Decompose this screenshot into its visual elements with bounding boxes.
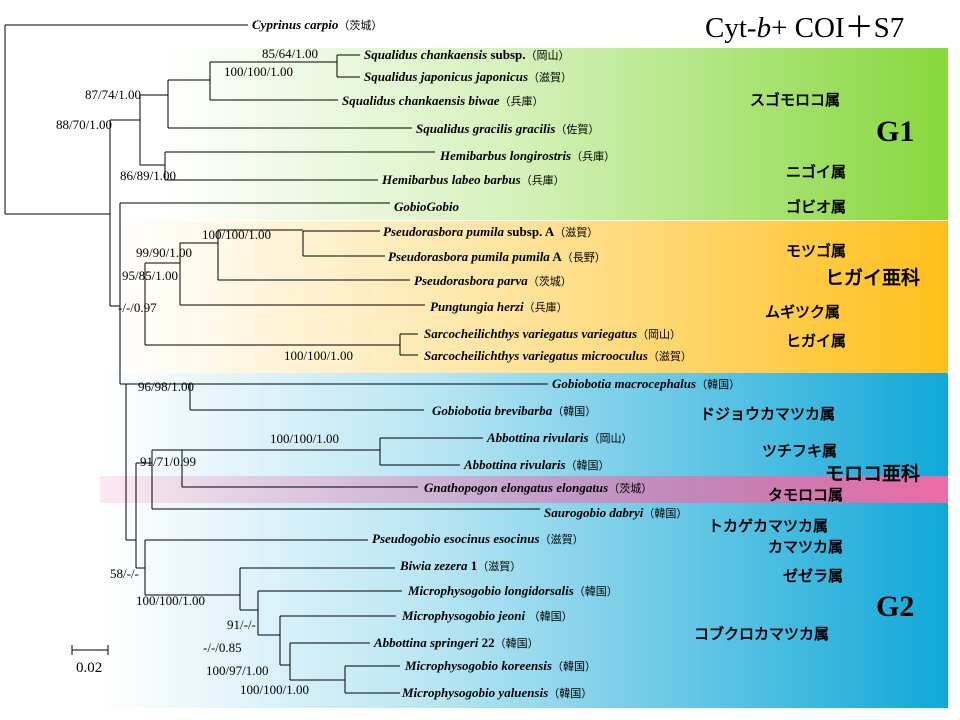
- genus-label: モツゴ属: [786, 242, 847, 260]
- support-value: 100/100/1.00: [284, 348, 353, 363]
- taxon-label: Microphysogobio longidorsalis（韓国）: [408, 583, 618, 598]
- taxon-label: Microphysogobio koreensis（韓国）: [405, 658, 596, 673]
- support-value: -/-/0.97: [118, 300, 157, 315]
- branch: [379, 437, 483, 466]
- family-label-moroko: モロコ亜科: [825, 463, 921, 485]
- taxon-label: Squalidus japonicus japonicus（滋賀）: [364, 69, 572, 84]
- genus-label: スゴモロコ属: [750, 91, 841, 109]
- group-label-g1: G1: [876, 115, 915, 148]
- taxon-label: Sarcocheilichthys variegatus microoculus…: [424, 348, 692, 363]
- taxon-label: Cyprinus carpio（茨城）: [252, 17, 383, 32]
- support-value: 91/71/0.99: [140, 454, 196, 469]
- taxon-label: Microphysogobio jeoni （韓国）: [402, 608, 573, 623]
- support-value: 96/98/1.00: [138, 379, 194, 394]
- branch: [181, 449, 418, 488]
- taxon-label: Abbottina rivularis（岡山）: [487, 430, 633, 445]
- support-value: 100/100/1.00: [136, 593, 205, 608]
- branch: [164, 151, 435, 181]
- taxon-label: Abbottina springeri 22（韓国）: [374, 635, 539, 650]
- taxon-label: Microphysogobio yaluensis（韓国）: [402, 685, 593, 700]
- taxon-label: Squalidus chankaensis biwae（兵庫）: [342, 93, 544, 108]
- branch: [144, 262, 400, 346]
- branch: [179, 242, 425, 306]
- higai-band: [120, 221, 948, 373]
- scale-bar-label: 0.02: [76, 660, 103, 676]
- branch: [209, 61, 338, 101]
- branch: [239, 567, 395, 611]
- genus-label: カマツカ属: [768, 538, 844, 556]
- support-value: 95/85/1.00: [122, 268, 178, 283]
- taxon-label: Pungtungia herzi（兵庫）: [430, 299, 568, 314]
- group-label-g2: G2: [876, 590, 915, 623]
- genus-label: ニゴイ属: [786, 163, 847, 181]
- support-value: 86/89/1.00: [120, 168, 176, 183]
- g1-band: [160, 48, 948, 220]
- support-value: 100/100/1.00: [270, 431, 339, 446]
- branch: [344, 665, 400, 694]
- taxon-label: Saurogobio dabryi（韓国）: [544, 505, 688, 520]
- support-value: 88/70/1.00: [56, 117, 112, 132]
- branch: [135, 462, 152, 569]
- taxon-label: Sarcocheilichthys variegatus variegatus（…: [424, 326, 682, 341]
- taxon-label: GobioGobio: [394, 199, 459, 214]
- taxon-label: Pseudorasbora pumila pumila A（長野）: [388, 249, 606, 264]
- branch: [189, 383, 548, 411]
- branch: [109, 119, 140, 307]
- genus-label: ヒガイ属: [786, 332, 847, 350]
- branch: [302, 230, 385, 257]
- support-value: 85/64/1.00: [262, 46, 318, 61]
- branch: [217, 229, 410, 281]
- support-value: 100/100/1.00: [202, 227, 271, 242]
- support-value: -/-/0.85: [203, 640, 242, 655]
- branch: [119, 202, 390, 385]
- tamoroko-band: [100, 476, 948, 503]
- genus-label: コブクロカマツカ属: [694, 625, 830, 643]
- genus-label: ゼゼラ属: [783, 567, 844, 585]
- branch: [4, 24, 248, 215]
- taxon-label: Biwia zezera 1（滋賀）: [400, 558, 522, 573]
- support-value: 99/90/1.00: [136, 245, 192, 260]
- branch: [139, 94, 168, 166]
- branch: [125, 383, 190, 541]
- support-value: 100/97/1.00: [206, 663, 269, 678]
- family-label-higai: ヒガイ亜科: [825, 267, 921, 289]
- taxon-label: Squalidus gracilis gracilis（佐賀）: [416, 121, 600, 136]
- taxon-label: Gnathopogon elongatus elongatus（茨城）: [424, 480, 653, 495]
- support-value: 87/74/1.00: [85, 87, 141, 102]
- branch: [167, 79, 412, 129]
- chart-title: Cyt-b+ COI＋S7: [705, 12, 905, 44]
- support-value: 100/100/1.00: [224, 64, 293, 79]
- branch: [399, 333, 418, 356]
- genus-label: ツチフキ属: [762, 442, 838, 460]
- scale-bar-line: [71, 645, 109, 655]
- branch: [144, 539, 240, 596]
- taxon-label: Pseudorasbora pumila subsp. A（滋賀）: [383, 224, 599, 239]
- genus-label: タモロコ属: [768, 486, 844, 504]
- genus-label: ムギツク属: [765, 303, 841, 321]
- branch: [289, 642, 370, 681]
- genus-label: トカゲカマツカ属: [708, 517, 829, 535]
- branch: [336, 54, 360, 78]
- branch: [151, 449, 540, 510]
- branch: [279, 615, 396, 666]
- branch: [257, 590, 402, 636]
- taxon-label: Squalidus chankaensis subsp.（岡山）: [364, 47, 570, 62]
- taxon-label: Gobiobotia brevibarba（韓国）: [432, 403, 597, 418]
- taxon-label: Hemibarbus labeo barbus（兵庫）: [382, 172, 565, 187]
- taxon-label: Abbottina rivularis（韓国）: [464, 457, 610, 472]
- taxon-label: Pseudorasbora parva（茨城）: [414, 273, 572, 288]
- taxon-label: Hemibarbus longirostris（兵庫）: [440, 148, 616, 163]
- genus-label: ゴビオ属: [786, 198, 847, 216]
- genus-label: ドジョウカマツカ属: [700, 405, 836, 423]
- support-value: 91/-/-: [227, 617, 256, 632]
- support-value: 100/100/1.00: [240, 682, 309, 697]
- support-value: 58/-/-: [110, 566, 139, 581]
- taxon-label: Gobiobotia macrocephalus（韓国）: [552, 376, 741, 391]
- taxon-label: Pseudogobio esocinus esocinus（滋賀）: [372, 531, 584, 546]
